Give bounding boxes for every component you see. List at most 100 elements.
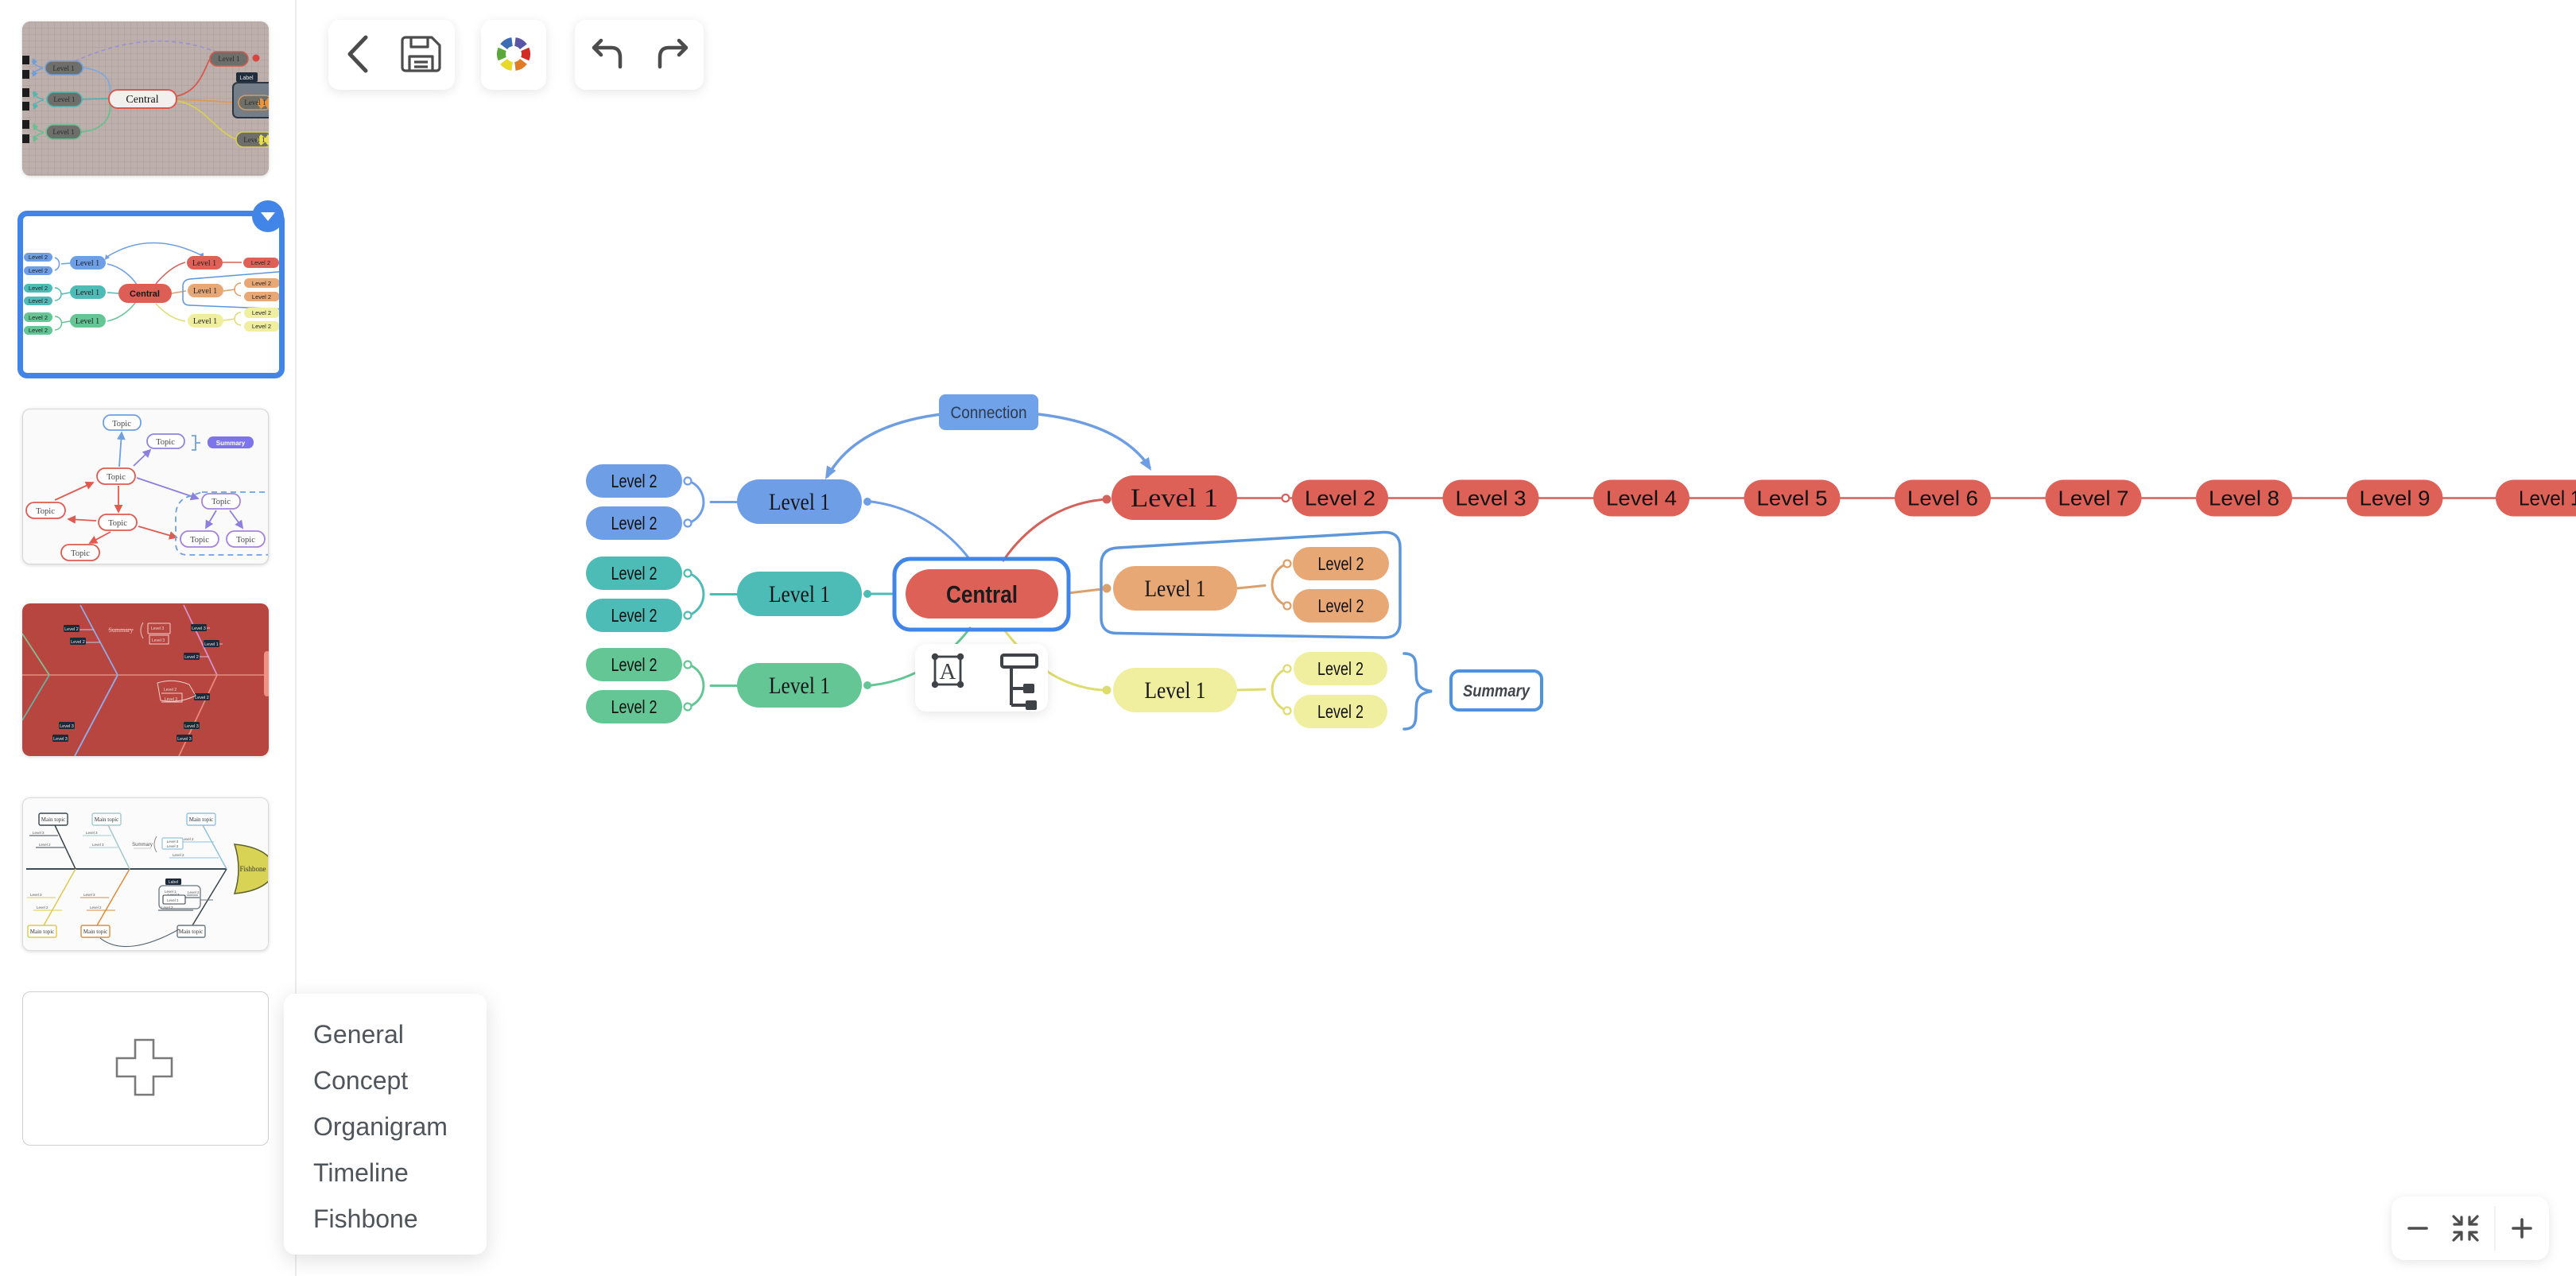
svg-text:Level 8: Level 8 — [2209, 487, 2279, 510]
svg-text:Main topic: Main topic — [95, 816, 119, 823]
svg-text:Level 1: Level 1 — [218, 55, 239, 63]
svg-text:Level 3: Level 3 — [152, 638, 165, 643]
svg-text:Level 9: Level 9 — [2360, 487, 2431, 510]
svg-text:Level 2: Level 2 — [1317, 658, 1364, 679]
svg-text:Level 2: Level 2 — [188, 890, 200, 894]
svg-text:A: A — [940, 659, 956, 685]
svg-text:Level 1: Level 1 — [769, 673, 830, 699]
svg-text:Topic: Topic — [107, 473, 126, 482]
svg-text:Level 1: Level 1 — [76, 289, 99, 297]
svg-text:Level 2: Level 2 — [252, 323, 271, 330]
svg-text:Level 3: Level 3 — [192, 626, 206, 631]
svg-text:Level 2: Level 2 — [1305, 487, 1375, 510]
svg-text:Level 3: Level 3 — [167, 840, 179, 844]
svg-text:Level 2: Level 2 — [164, 688, 177, 692]
svg-text:Level 7: Level 7 — [2058, 487, 2129, 510]
svg-text:Level 3: Level 3 — [167, 844, 179, 848]
svg-text:Level 1: Level 1 — [769, 581, 830, 607]
svg-text:Level 1: Level 1 — [167, 898, 179, 902]
svg-text:Fishbone: Fishbone — [239, 865, 266, 873]
svg-text:Level 2: Level 2 — [29, 327, 48, 334]
svg-text:Topic: Topic — [211, 498, 231, 506]
svg-text:Level 3: Level 3 — [177, 737, 192, 742]
svg-text:Summary: Summary — [1463, 682, 1530, 700]
svg-text:Main topic: Main topic — [83, 929, 108, 935]
svg-text:Level 3: Level 3 — [161, 906, 173, 909]
svg-text:Level 2: Level 2 — [29, 285, 48, 292]
svg-text:Topic: Topic — [36, 507, 55, 516]
svg-text:Central: Central — [946, 580, 1018, 608]
svg-text:Label: Label — [239, 76, 254, 81]
svg-text:Level 3: Level 3 — [30, 893, 42, 897]
svg-text:Level 5: Level 5 — [1757, 487, 1828, 510]
svg-text:Level 2: Level 2 — [611, 471, 658, 491]
svg-text:Level 2: Level 2 — [252, 280, 271, 287]
svg-text:Level 3: Level 3 — [33, 831, 45, 835]
svg-text:Level 2: Level 2 — [184, 655, 199, 660]
svg-text:Level 2: Level 2 — [71, 640, 85, 645]
svg-text:Topic: Topic — [112, 420, 131, 429]
svg-text:Level 2: Level 2 — [90, 906, 102, 909]
svg-text:Summary: Summary — [132, 843, 153, 847]
svg-text:Topic: Topic — [156, 438, 175, 447]
svg-text:Level 3: Level 3 — [151, 626, 164, 631]
svg-text:Topic: Topic — [236, 536, 255, 545]
svg-text:Level 1: Level 1 — [165, 890, 177, 894]
svg-text:Main topic: Main topic — [41, 816, 66, 823]
svg-text:Main topic: Main topic — [189, 816, 214, 823]
svg-text:Level 2: Level 2 — [182, 837, 194, 841]
svg-text:Level 2: Level 2 — [611, 563, 658, 584]
svg-text:Level 1: Level 1 — [193, 317, 217, 326]
svg-text:Level 2: Level 2 — [173, 853, 184, 857]
svg-text:Level 2: Level 2 — [29, 314, 48, 321]
svg-text:Level 2: Level 2 — [611, 654, 658, 675]
svg-text:Level 3: Level 3 — [92, 843, 104, 847]
svg-text:Level 1: Level 1 — [1145, 677, 1206, 704]
svg-text:Level 1: Level 1 — [193, 287, 217, 296]
svg-text:Central: Central — [130, 289, 160, 299]
svg-text:Level 1: Level 1 — [52, 128, 74, 136]
svg-text:Level 1: Level 1 — [53, 95, 75, 103]
svg-text:Level 6: Level 6 — [1907, 487, 1978, 510]
svg-text:Level 4: Level 4 — [1606, 487, 1677, 510]
svg-text:Level 2: Level 2 — [252, 309, 271, 316]
svg-text:Level 3: Level 3 — [53, 737, 68, 742]
svg-text:Level 3: Level 3 — [83, 893, 95, 897]
svg-text:Level 3: Level 3 — [60, 724, 74, 729]
svg-text:Label: Label — [169, 880, 178, 885]
svg-text:Level 1: Level 1 — [52, 64, 74, 72]
svg-text:Main topic: Main topic — [30, 929, 55, 935]
svg-text:Level 2: Level 2 — [611, 696, 658, 717]
svg-text:Level 2: Level 2 — [251, 259, 270, 266]
svg-text:Level 1: Level 1 — [76, 259, 99, 268]
svg-text:Level 10: Level 10 — [2519, 487, 2576, 510]
svg-text:Level 1: Level 1 — [76, 317, 99, 326]
svg-text:Level 2: Level 2 — [611, 605, 658, 626]
svg-text:Level 2: Level 2 — [195, 696, 209, 700]
svg-text:Level 2: Level 2 — [1318, 553, 1364, 574]
svg-text:Level 1: Level 1 — [1145, 576, 1206, 602]
svg-text:Level 2: Level 2 — [252, 293, 271, 301]
svg-text:Topic: Topic — [71, 549, 90, 558]
svg-text:Connection: Connection — [951, 404, 1027, 422]
svg-text:Level 1: Level 1 — [204, 642, 219, 647]
svg-text:Level 1: Level 1 — [192, 259, 216, 268]
svg-text:Level 2: Level 2 — [1317, 701, 1364, 722]
svg-text:Level 2: Level 2 — [37, 906, 48, 909]
svg-text:Level 2: Level 2 — [29, 267, 48, 274]
svg-text:Level 1: Level 1 — [769, 489, 830, 515]
svg-text:Level 2: Level 2 — [1318, 595, 1364, 616]
svg-text:Level 3: Level 3 — [184, 724, 199, 729]
svg-text:Topic: Topic — [108, 519, 127, 528]
svg-text:Summary: Summary — [216, 440, 246, 447]
svg-text:Central: Central — [126, 94, 158, 106]
svg-text:Level 3: Level 3 — [86, 831, 98, 835]
svg-text:Level 2: Level 2 — [29, 254, 48, 261]
svg-text:Level 2: Level 2 — [29, 297, 48, 304]
svg-text:Level 2: Level 2 — [39, 843, 51, 847]
svg-text:Level 1: Level 1 — [243, 136, 265, 144]
svg-text:Summary: Summary — [108, 626, 133, 634]
svg-text:Level 1: Level 1 — [244, 99, 266, 107]
svg-text:Level 3: Level 3 — [165, 697, 177, 702]
svg-text:Topic: Topic — [190, 536, 209, 545]
